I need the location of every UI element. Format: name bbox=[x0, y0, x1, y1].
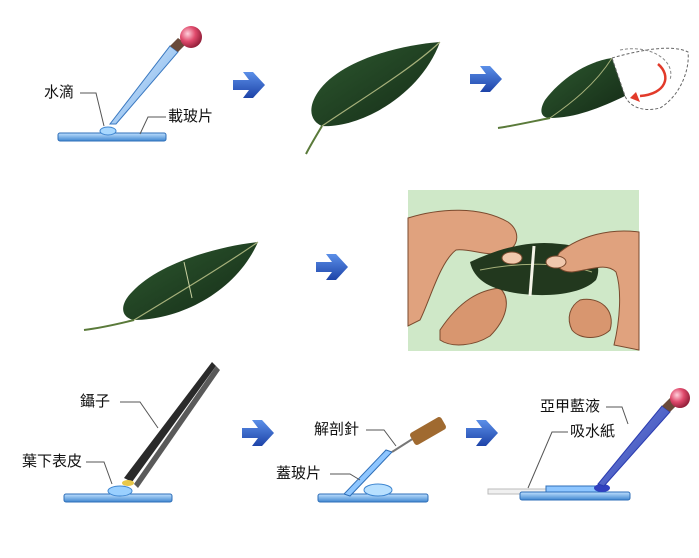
label-blotting-paper: 吸水紙 bbox=[570, 424, 615, 439]
label-water-drop: 水滴 bbox=[44, 85, 74, 100]
leaf-icon bbox=[84, 242, 258, 330]
curl-arrow-icon bbox=[640, 64, 665, 96]
leader-blotting bbox=[528, 432, 568, 488]
arrow-right-icon bbox=[233, 72, 265, 98]
arrow-right-icon bbox=[466, 420, 498, 446]
leaf-icon bbox=[306, 42, 440, 154]
leader-slide bbox=[140, 117, 166, 134]
label-dissecting-needle: 解剖針 bbox=[314, 422, 359, 437]
epidermis-peel bbox=[122, 480, 134, 486]
leader-water bbox=[80, 93, 104, 126]
leader-needle bbox=[366, 430, 396, 446]
water-droplet bbox=[100, 127, 116, 135]
leader-cover bbox=[330, 474, 360, 480]
leader-epidermis bbox=[86, 462, 112, 484]
arrow-right-icon bbox=[316, 254, 348, 280]
leader-tweezers bbox=[120, 402, 158, 428]
hands-tearing-leaf-photo bbox=[408, 190, 639, 351]
epidermis-piece bbox=[108, 486, 132, 496]
arrow-right-icon bbox=[242, 420, 274, 446]
label-glass-slide: 載玻片 bbox=[168, 109, 213, 124]
tweezers-icon bbox=[124, 362, 220, 488]
glass-slide-5 bbox=[520, 492, 630, 500]
label-methylene-blue: 亞甲藍液 bbox=[540, 399, 600, 414]
label-lower-epidermis: 葉下表皮 bbox=[22, 454, 82, 469]
water-drop-2 bbox=[364, 484, 392, 496]
arrow-right-icon bbox=[470, 66, 502, 92]
dissecting-needle-icon bbox=[392, 416, 447, 452]
leaf-torn-icon bbox=[498, 48, 688, 128]
label-cover-slip: 蓋玻片 bbox=[276, 466, 321, 481]
label-tweezers: 鑷子 bbox=[80, 394, 110, 409]
